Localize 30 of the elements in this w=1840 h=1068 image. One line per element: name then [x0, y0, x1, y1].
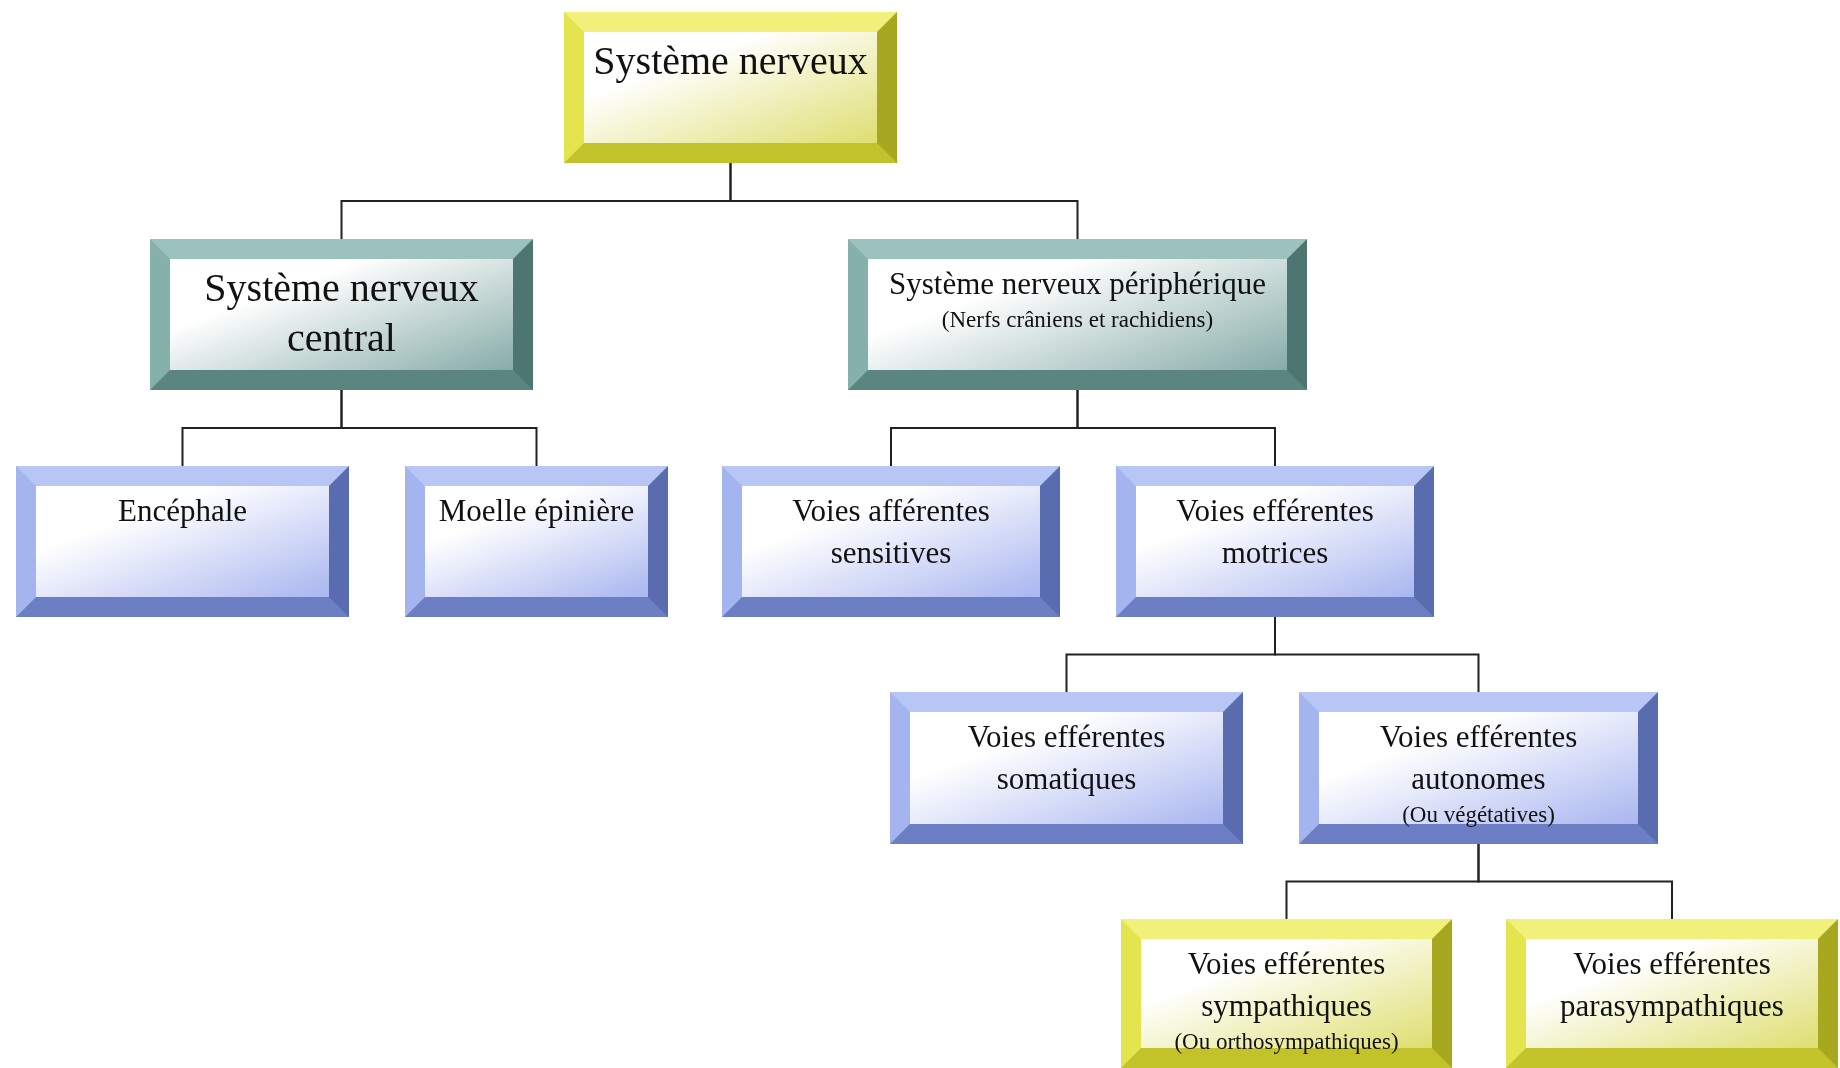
node-title: Moelle épinière	[438, 492, 635, 530]
node-box	[1116, 466, 1434, 617]
node-box	[722, 466, 1060, 617]
node-subtitle: (Ou orthosympathiques)	[1174, 1027, 1399, 1056]
node-subtitle: (Ou végétatives)	[1402, 800, 1555, 829]
connector-line	[340, 389, 538, 467]
node-box	[405, 466, 668, 617]
node-title: Système nerveux périphérique	[888, 265, 1266, 303]
node-box	[890, 692, 1243, 844]
connector-line	[729, 162, 1079, 240]
node-box	[564, 12, 897, 163]
node-title: Voies efférentes autonomes	[1378, 718, 1579, 798]
node-box	[1121, 919, 1452, 1068]
node-title: Système nerveux	[593, 37, 868, 85]
node-box	[1299, 692, 1658, 844]
node-title: Encéphale	[117, 492, 248, 530]
node-title: Voies efférentes parasympathiques	[1559, 945, 1785, 1025]
node-title: Voies afférentes sensitives	[791, 492, 991, 572]
node-title: Voies efférentes motrices	[1175, 492, 1375, 572]
node-box	[150, 239, 533, 390]
node-title: Voies efférentes sympathiques	[1186, 945, 1387, 1025]
node-box	[1506, 919, 1838, 1068]
connector-line	[1477, 843, 1673, 920]
node-box	[848, 239, 1307, 390]
node-title: Voies efférentes somatiques	[966, 718, 1167, 798]
connector-line	[1076, 389, 1276, 467]
node-title: Système nerveux central	[203, 264, 480, 362]
node-subtitle: (Nerfs crâniens et rachidiens)	[941, 305, 1214, 334]
node-box	[16, 466, 349, 617]
connector-line	[1274, 616, 1480, 693]
